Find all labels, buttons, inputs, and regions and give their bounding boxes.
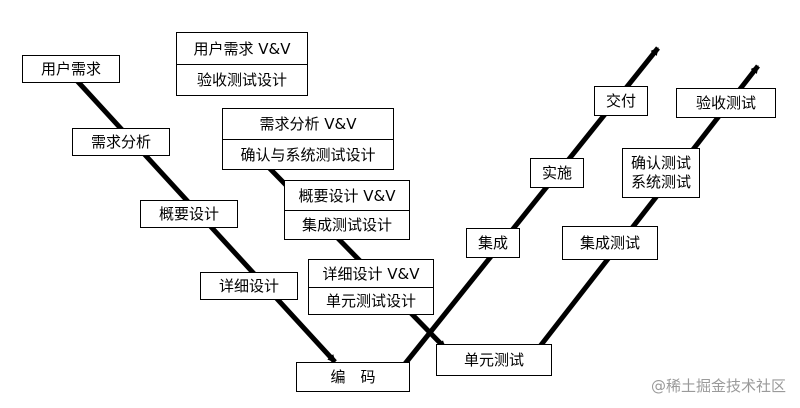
verification-pair-top: 需求分析 V&V bbox=[259, 115, 357, 134]
user-requirements-box: 用户需求 bbox=[22, 55, 120, 83]
detailed-design-label: 详细设计 bbox=[218, 276, 279, 295]
integration-test-label: 集成测试 bbox=[579, 233, 640, 252]
implementation-box: 实施 bbox=[530, 158, 584, 188]
verification-pair-detailed-design: 详细设计 V&V 单元测试设计 bbox=[308, 259, 434, 315]
delivery-box: 交付 bbox=[594, 86, 648, 116]
verification-pair-outline-design: 概要设计 V&V 集成测试设计 bbox=[284, 180, 410, 240]
confirmation-test-label: 确认测试 bbox=[630, 154, 691, 173]
system-test-label: 系统测试 bbox=[630, 173, 691, 191]
integration-box: 集成 bbox=[466, 228, 520, 258]
coding-label: 编 码 bbox=[330, 367, 376, 386]
user-requirements-label: 用户需求 bbox=[40, 59, 101, 78]
acceptance-test-label: 验收测试 bbox=[695, 93, 756, 112]
verification-pair-top: 用户需求 V&V bbox=[193, 39, 291, 58]
requirements-analysis-label: 需求分析 bbox=[90, 132, 151, 151]
verification-pair-bottom: 集成测试设计 bbox=[285, 209, 409, 240]
verification-pair-top: 详细设计 V&V bbox=[322, 264, 420, 283]
integration-test-box: 集成测试 bbox=[562, 226, 658, 260]
verification-pair-bottom: 验收测试设计 bbox=[177, 63, 307, 96]
integration-label: 集成 bbox=[477, 233, 508, 252]
verification-pair-bottom: 确认与系统测试设计 bbox=[223, 138, 393, 170]
unit-test-box: 单元测试 bbox=[436, 344, 552, 376]
delivery-label: 交付 bbox=[605, 91, 636, 110]
verification-pair-bottom: 单元测试设计 bbox=[309, 286, 433, 315]
unit-test-label: 单元测试 bbox=[463, 350, 524, 369]
verification-pair-top: 概要设计 V&V bbox=[298, 186, 396, 205]
acceptance-test-box: 验收测试 bbox=[676, 88, 776, 118]
implementation-label: 实施 bbox=[541, 163, 572, 182]
verification-pair-user-requirements: 用户需求 V&V 验收测试设计 bbox=[176, 32, 308, 96]
outline-design-box: 概要设计 bbox=[140, 200, 238, 228]
coding-box: 编 码 bbox=[296, 362, 410, 392]
outline-design-label: 概要设计 bbox=[158, 204, 219, 223]
verification-arrow bbox=[240, 138, 447, 350]
watermark: @稀土掘金技术社区 bbox=[650, 377, 786, 395]
requirements-analysis-box: 需求分析 bbox=[72, 128, 170, 156]
verification-pair-requirements-analysis: 需求分析 V&V 确认与系统测试设计 bbox=[222, 108, 394, 170]
detailed-design-box: 详细设计 bbox=[200, 272, 298, 300]
confirmation-system-test-box: 确认测试 系统测试 bbox=[622, 148, 700, 198]
